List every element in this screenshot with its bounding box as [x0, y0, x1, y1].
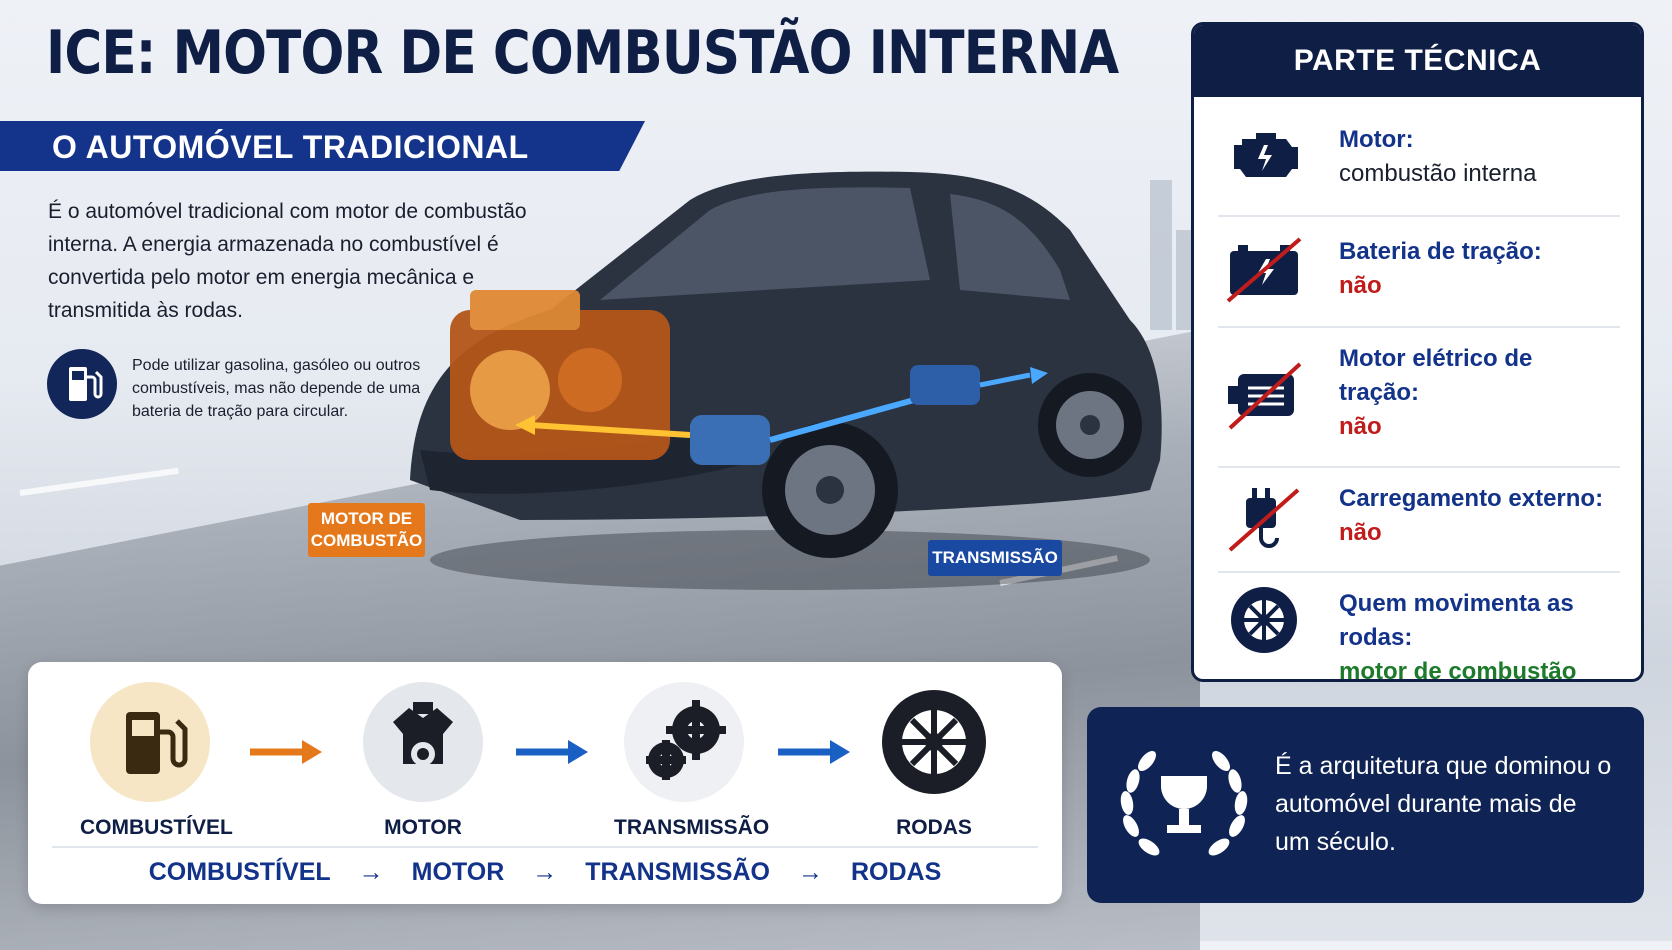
spec-label: Bateria de tração:: [1339, 238, 1542, 265]
flow-summary-item: RODAS: [850, 858, 942, 886]
spec-value: combustão interna: [1339, 160, 1537, 187]
spec-label: Motor elétrico de tração:: [1339, 345, 1533, 406]
flow-summary-item: MOTOR: [411, 858, 505, 886]
flow-step-fuel: COMBUSTÍVEL: [80, 682, 233, 840]
spec-row-electric-motor: Motor elétrico de tração: não: [1218, 326, 1620, 468]
engine-icon: [1224, 121, 1304, 191]
fuel-note: Pode utilizar gasolina, gasóleo ou outro…: [132, 357, 421, 420]
transmission-label: TRANSMISSÃO: [928, 540, 1062, 576]
car-illustration: [410, 171, 1162, 590]
wheel-icon: [874, 682, 994, 802]
arrow-right-icon: →: [532, 858, 558, 886]
engine-label: MOTOR DE COMBUSTÃO: [308, 503, 425, 557]
technical-panel: PARTE TÉCNICA Motor: combustão interna Ba…: [1191, 22, 1644, 682]
divider: [52, 846, 1038, 848]
arrow-right-icon: [778, 740, 850, 764]
trophy-text: É a arquitetura que dominou o automóvel …: [1275, 752, 1612, 856]
engine-block-icon: [363, 682, 483, 802]
fuel-pump-icon: [47, 349, 117, 419]
city-skyline: [1150, 180, 1172, 330]
lane-marking: [19, 467, 179, 496]
flow-summary-item: TRANSMISSÃO: [585, 858, 770, 886]
subtitle: O AUTOMÓVEL TRADICIONAL: [52, 129, 529, 165]
page-title: ICE: MOTOR DE COMBUSTÃO INTERNA: [46, 18, 1119, 88]
flow-step-label: MOTOR: [384, 816, 462, 839]
flow-step-label: RODAS: [896, 816, 972, 839]
flow-step-label: COMBUSTÍVEL: [80, 816, 233, 839]
spec-label: Carregamento externo:: [1339, 485, 1604, 512]
trophy-box: É a arquitetura que dominou o automóvel …: [1087, 707, 1644, 903]
arrow-right-icon: [250, 740, 322, 764]
fuel-pump-icon: [90, 682, 210, 802]
spec-value: não: [1339, 272, 1382, 299]
flow-step-transmission: TRANSMISSÃO: [614, 682, 770, 840]
spec-row-battery: Bateria de tração: não: [1218, 215, 1620, 328]
battery-crossed-icon: [1224, 235, 1304, 305]
flow-step-wheels: RODAS: [864, 682, 1004, 840]
flow-step-label: TRANSMISSÃO: [614, 816, 770, 839]
plug-crossed-icon: [1224, 484, 1304, 554]
intro-text: É o automóvel tradicional com motor de c…: [48, 200, 527, 322]
panel-title: PARTE TÉCNICA: [1194, 25, 1641, 97]
spec-row-motor: Motor: combustão interna: [1218, 97, 1620, 217]
gears-icon: [624, 682, 744, 802]
arrow-right-icon: →: [358, 858, 384, 886]
spec-value: não: [1339, 413, 1382, 440]
spec-row-charging: Carregamento externo: não: [1218, 466, 1620, 573]
flow-summary-item: COMBUSTÍVEL: [148, 858, 331, 886]
wheel-icon: [1224, 585, 1304, 655]
power-flow-card: COMBUSTÍVEL MOTOR TRANSMISSÃO RODAS COMB…: [28, 662, 1062, 904]
trophy-laurel-icon: [1120, 751, 1248, 856]
spec-value: motor de combustão: [1339, 658, 1577, 682]
spec-label: Motor:: [1339, 126, 1414, 153]
city-skyline: [1176, 230, 1192, 330]
spec-value: não: [1339, 519, 1382, 546]
electric-motor-crossed-icon: [1224, 360, 1304, 430]
spec-row-wheels: Quem movimenta as rodas: motor de combust…: [1218, 571, 1620, 679]
arrow-right-icon: →: [797, 858, 823, 886]
flow-step-motor: MOTOR: [353, 682, 493, 840]
engine-glow: [450, 290, 670, 460]
subtitle-banner: O AUTOMÓVEL TRADICIONAL: [0, 121, 645, 171]
flow-summary: COMBUSTÍVEL → MOTOR → TRANSMISSÃO → RODAS: [28, 858, 1062, 887]
arrow-right-icon: [516, 740, 588, 764]
spec-label: Quem movimenta as rodas:: [1339, 590, 1574, 651]
